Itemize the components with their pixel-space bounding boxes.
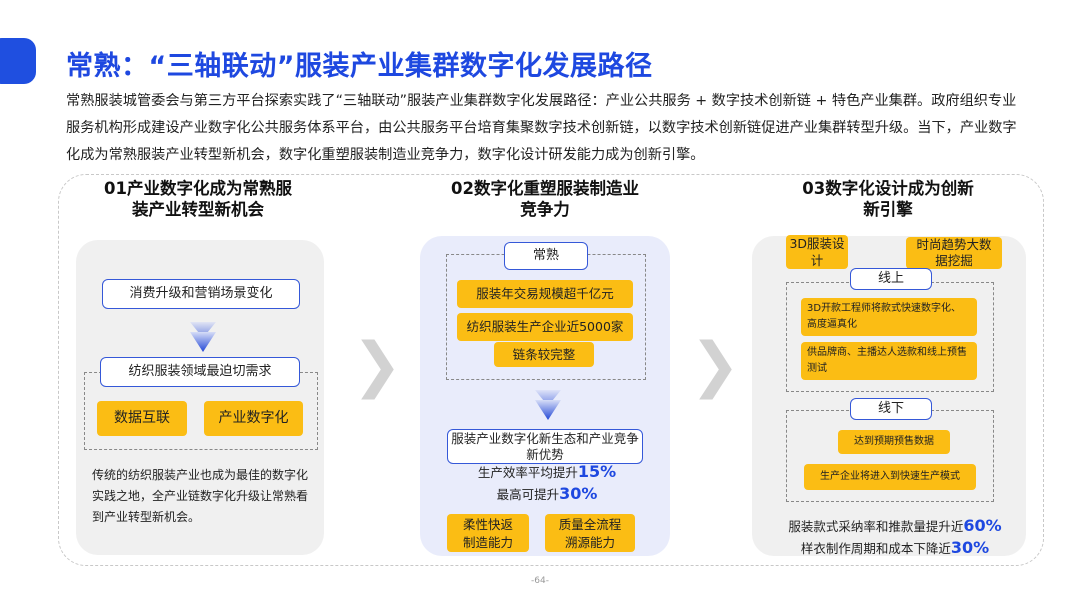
col2-stat1-value: 15% bbox=[577, 462, 617, 481]
page-number: -64- bbox=[531, 576, 549, 586]
offline-item: 生产企业将进入到快速生产模式 bbox=[804, 464, 976, 490]
col2-stat2-value: 30% bbox=[559, 484, 598, 503]
col3-title-line2: 新引擎 bbox=[863, 200, 913, 219]
col2-stat1: 生产效率平均提升15% bbox=[447, 462, 647, 481]
col3-stat1: 服装款式采纳率和推款量提升近60% bbox=[770, 516, 1020, 535]
title-tab-marker bbox=[0, 38, 36, 84]
new-ecosystem-box: 服装产业数字化新生态和产业竞争新优势 bbox=[447, 429, 643, 464]
changshu-header-box: 常熟 bbox=[504, 242, 588, 270]
tag-trend-data-mining: 时尚趋势大数据挖掘 bbox=[906, 237, 1002, 269]
col2-stat2: 最高可提升30% bbox=[447, 484, 647, 503]
arrow-down-icon bbox=[535, 390, 561, 420]
col2-title-line2: 竞争力 bbox=[520, 200, 570, 219]
tag-quality-traceability: 质量全流程溯源能力 bbox=[545, 514, 635, 552]
col3-stat1-value: 60% bbox=[963, 516, 1002, 535]
col3-stat1-label: 服装款式采纳率和推款量提升近 bbox=[788, 519, 964, 534]
online-item: 供品牌商、主播达人选款和线上预售测试 bbox=[801, 342, 977, 380]
col3-stat2: 样衣制作周期和成本下降近30% bbox=[770, 538, 1020, 557]
intro-paragraph: 常熟服装城管委会与第三方平台探索实践了“三轴联动”服装产业集群数字化发展路径：产… bbox=[66, 93, 1017, 163]
offline-item: 达到预期预售数据 bbox=[838, 430, 950, 454]
tag-flexible-manufacturing: 柔性快返制造能力 bbox=[447, 514, 529, 552]
chevron-right-icon: ❯ bbox=[352, 330, 403, 400]
col1-title-line1: 01产业数字化成为常熟服 bbox=[104, 179, 292, 198]
col3-title: 03数字化设计成为创新 新引擎 bbox=[768, 178, 1008, 220]
col2-title: 02数字化重塑服装制造业 竞争力 bbox=[425, 178, 665, 220]
col1-title: 01产业数字化成为常熟服 装产业转型新机会 bbox=[78, 178, 318, 220]
col3-stat2-value: 30% bbox=[950, 538, 990, 557]
offline-label: 线下 bbox=[850, 398, 932, 420]
online-label: 线上 bbox=[850, 268, 932, 290]
urgent-demand-box: 纺织服装领域最迫切需求 bbox=[100, 357, 300, 387]
col1-note: 传统的纺织服装产业也成为最佳的数字化实践之地，全产业链数字化升级让常熟看到产业转… bbox=[92, 468, 309, 524]
tag-data-interconnect: 数据互联 bbox=[97, 401, 187, 436]
col2-item: 链条较完整 bbox=[494, 342, 594, 367]
chevron-right-icon: ❯ bbox=[690, 330, 741, 400]
col1-title-line2: 装产业转型新机会 bbox=[132, 200, 264, 219]
col2-item: 服装年交易规模超千亿元 bbox=[457, 280, 633, 308]
col3-stat2-label: 样衣制作周期和成本下降近 bbox=[800, 541, 951, 556]
col2-item: 纺织服装生产企业近5000家 bbox=[457, 313, 633, 341]
col2-stat1-label: 生产效率平均提升 bbox=[477, 465, 578, 480]
consumption-upgrade-box: 消费升级和营销场景变化 bbox=[102, 279, 300, 309]
col3-title-line1: 03数字化设计成为创新 bbox=[802, 179, 974, 198]
tag-industry-digitalization: 产业数字化 bbox=[204, 401, 303, 436]
col2-title-line1: 02数字化重塑服装制造业 bbox=[451, 179, 639, 198]
tag-3d-design: 3D服装设计 bbox=[786, 235, 848, 269]
content-frame bbox=[58, 174, 1044, 566]
online-item: 3D开款工程师将款式快速数字化、高度逼真化 bbox=[801, 298, 977, 336]
page-title: 常熟：“三轴联动”服装产业集群数字化发展路径 bbox=[66, 51, 653, 82]
col2-stat2-label: 最高可提升 bbox=[496, 487, 560, 502]
arrow-down-icon bbox=[190, 322, 216, 352]
